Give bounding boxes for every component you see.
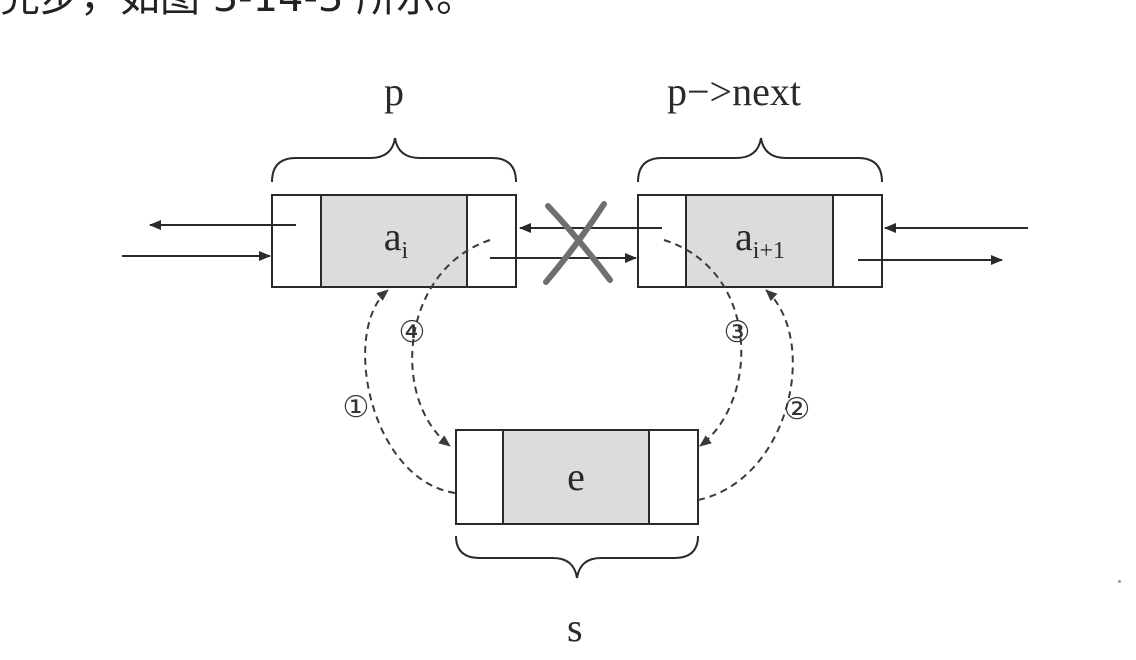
speck-mark [1118,580,1121,583]
caption-text: 完步，如图 3-14-3 所示。 [0,0,476,18]
dashed-link-step3 [663,239,743,447]
node-ai1-base: a [735,214,753,259]
node-ai-base: a [383,214,402,259]
node-e [455,429,699,525]
node-ai [271,194,517,288]
label-p: p [384,69,404,114]
label-p-next: p−>next [667,69,801,114]
cross-mark [543,201,613,285]
node-ai-text: ai [383,214,409,264]
node-e-base: e [567,454,585,499]
step-4-marker: ④ [398,315,426,350]
node-ai1 [637,194,883,288]
brace-p-next [637,137,883,183]
node-e-text: e [567,457,585,497]
label-s: s [567,605,583,650]
node-ai1-sub: i+1 [752,238,785,264]
step-1-marker: ① [342,390,370,425]
step-3-marker: ③ [723,315,751,350]
brace-p [271,137,517,183]
brace-s [455,535,699,579]
dashed-link-step2 [697,289,794,501]
node-ai1-text: ai+1 [735,214,785,264]
node-ai-sub: i [401,238,409,264]
step-2-marker: ② [783,392,811,427]
dashed-link-step4 [411,239,491,447]
